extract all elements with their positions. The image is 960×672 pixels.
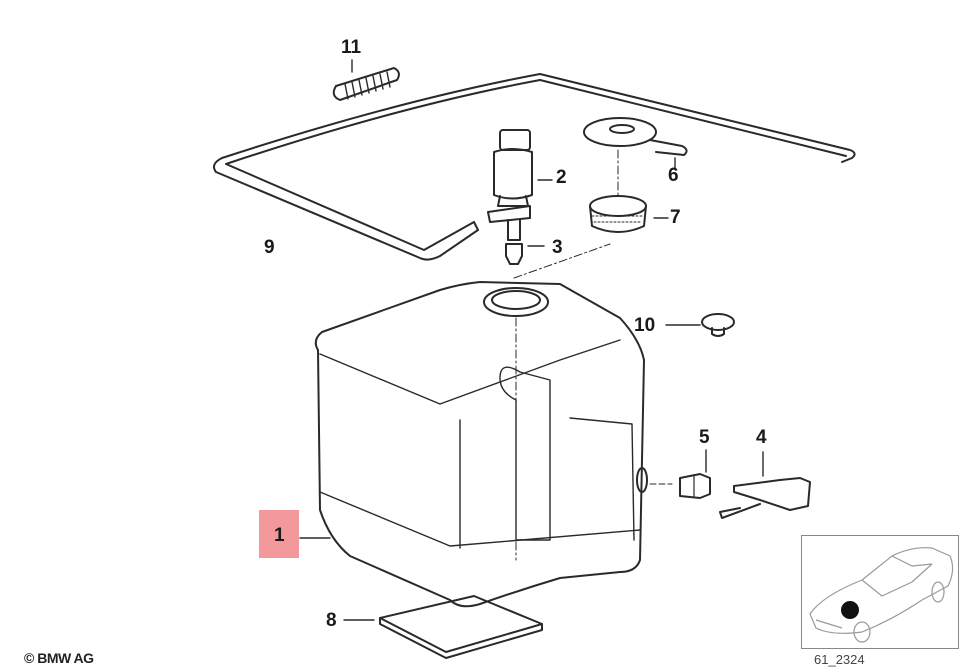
reservoir-cap-part — [583, 117, 688, 169]
locator-thumbnail — [801, 535, 959, 649]
copyright-notice: © BMW AG — [24, 650, 94, 666]
callout-9[interactable]: 9 — [264, 237, 275, 258]
callout-6[interactable]: 6 — [668, 165, 679, 186]
sensor-grommet-part — [679, 449, 711, 499]
car-outline-icon — [809, 547, 954, 643]
callout-1-highlight — [259, 510, 299, 558]
expanding-rivet-part — [665, 313, 735, 337]
pump-grommet-part — [505, 243, 545, 265]
level-sensor-part — [719, 451, 811, 519]
callout-10[interactable]: 10 — [634, 315, 656, 336]
callout-4[interactable]: 4 — [756, 427, 767, 448]
callout-3[interactable]: 3 — [552, 237, 563, 258]
hose-sleeve-part — [332, 59, 400, 101]
washer-pump-part — [487, 129, 553, 241]
callout-8[interactable]: 8 — [326, 610, 337, 631]
callout-1[interactable]: 1 — [274, 525, 285, 546]
callout-7[interactable]: 7 — [670, 207, 681, 228]
callout-11[interactable]: 11 — [341, 37, 362, 58]
callout-5[interactable]: 5 — [699, 427, 710, 448]
foam-pad-part — [343, 595, 543, 659]
diagram-reference-code: 61_2324 — [814, 652, 865, 667]
callout-2[interactable]: 2 — [556, 167, 567, 188]
filler-strainer-part — [589, 195, 669, 233]
reservoir-tank-part — [299, 281, 673, 608]
washer-hose-part — [213, 73, 856, 261]
